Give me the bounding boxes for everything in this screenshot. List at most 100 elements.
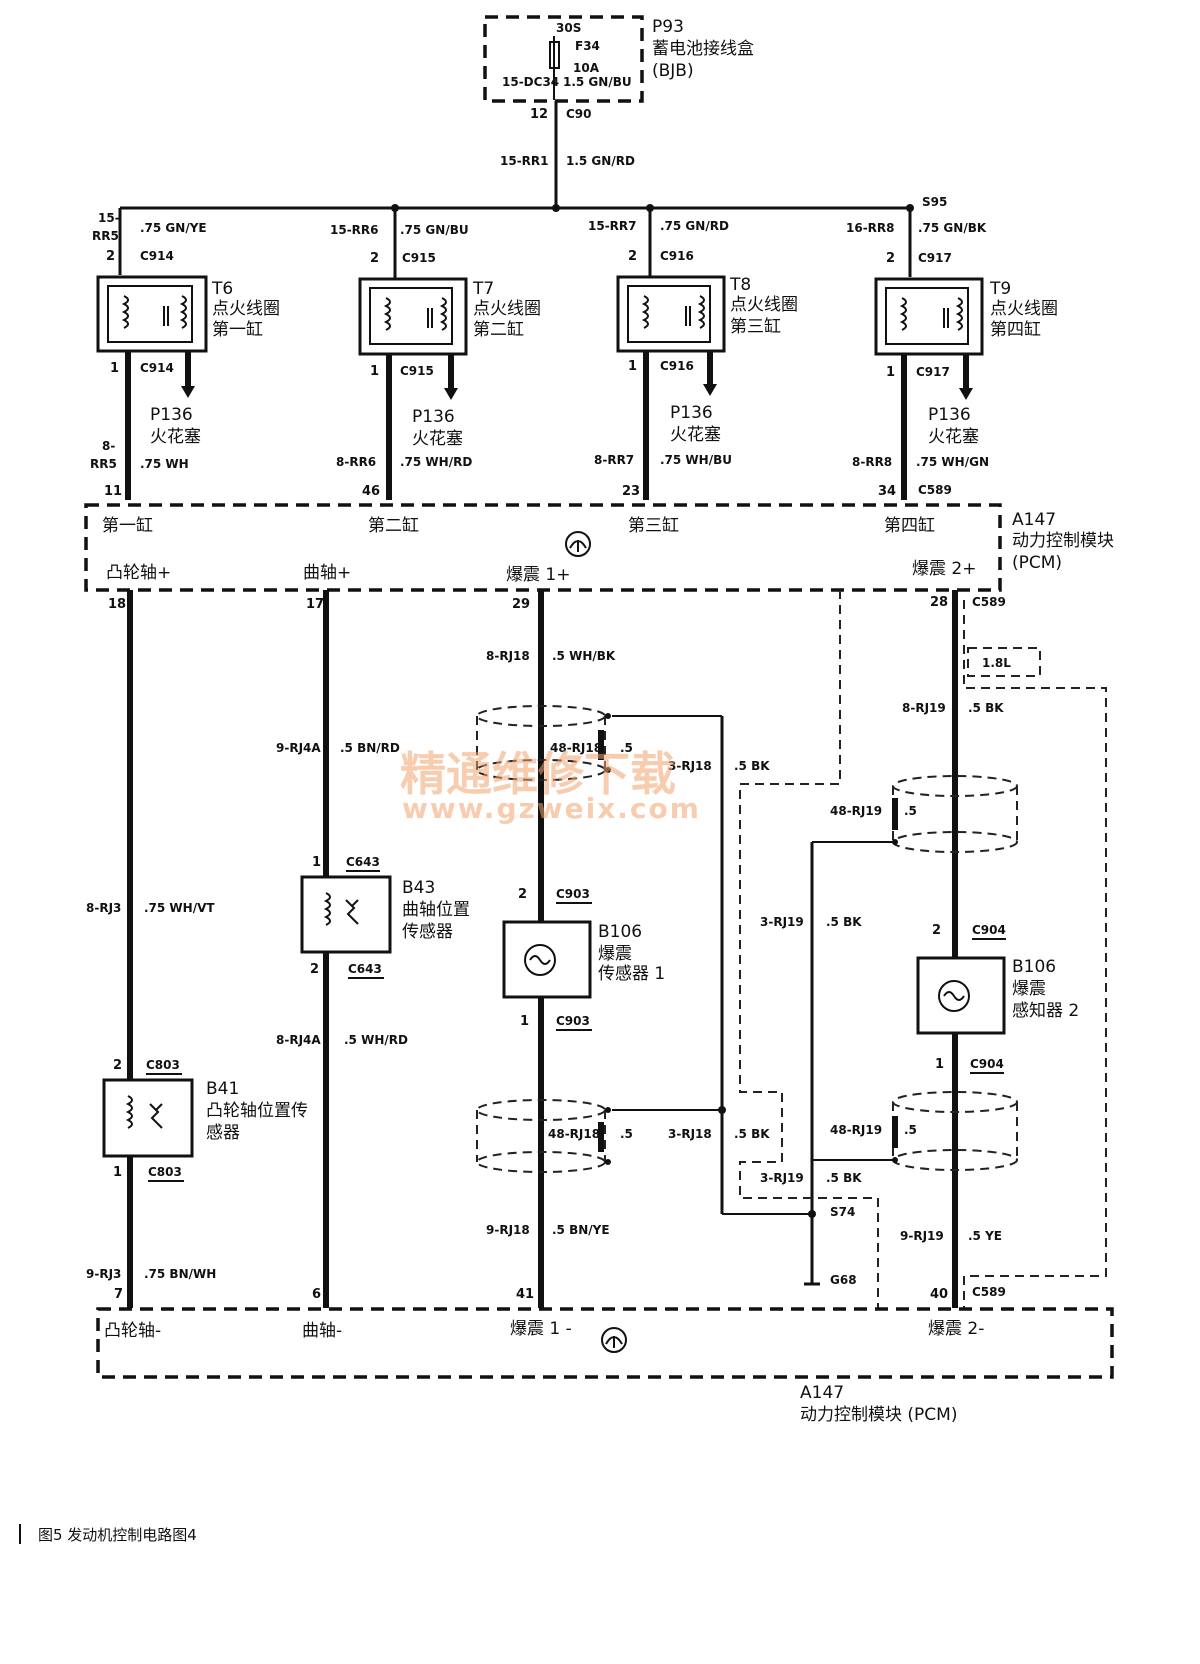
cam-sensor-id: B41 [206, 1079, 239, 1099]
coil4-in-wire: .75 GN/BK [918, 221, 987, 235]
coil-t9: 16-RR8 .75 GN/BK 2 C917 T9 点火线圈 第四缸 1 C9… [846, 208, 1058, 500]
coil-t8: 15-RR7 .75 GN/RD 2 C916 T8 点火线圈 第三缸 1 C9… [588, 208, 798, 500]
coil2-out-circuit: 8-RR6 [336, 455, 376, 469]
knock1-bottom-circuit: 9-RJ18 [486, 1223, 530, 1237]
camshaft-sensor-circuit: 18 8-RJ3 .75 WH/VT 2 C803 B41 凸轮轴位置传 感器 … [86, 590, 308, 1308]
knock2-drain-circuit-bot: 3-RJ19 [760, 1171, 804, 1185]
knock2-top-circuit: 8-RJ19 [902, 701, 946, 715]
coil2-in-circuit: 15-RR6 [330, 223, 379, 237]
knock2-sensor-id: B106 [1012, 957, 1056, 977]
cam-sensor-name-1: 凸轮轴位置传 [206, 1101, 308, 1121]
crank-sensor-reluctor-icon [345, 899, 359, 925]
knock2-bottom-wire-label: .5 YE [968, 1229, 1002, 1243]
knock2-top-conn: C589 [972, 595, 1006, 609]
coil1-in-circuit-b: RR5 [92, 229, 119, 243]
coil-t7: 15-RR6 .75 GN/BU 2 C915 T7 点火线圈 第二缸 1 C9… [330, 208, 541, 500]
figure-caption: 图5 发动机控制电路图4 [38, 1526, 197, 1544]
pcm-pin-knock2-plus: 爆震 2+ [912, 559, 976, 579]
knock2-drain-circuit-top: 3-RJ19 [760, 915, 804, 929]
cam-bottom-circuit: 9-RJ3 [86, 1267, 121, 1281]
coil4-in-pin: 2 [886, 251, 895, 266]
coil4-out-conn: C917 [916, 365, 950, 379]
coil3-in-wire: .75 GN/RD [660, 219, 729, 233]
coil4-conn: C917 [918, 251, 952, 265]
crank-sensor-name-2: 传感器 [402, 922, 453, 942]
coil2-pcm-pin: 46 [362, 484, 380, 499]
coil3-box [616, 275, 726, 353]
knock1-shield1-wire: .5 [620, 741, 633, 755]
coil2-name: 点火线圈 [473, 299, 541, 319]
cam-conn-b: C803 [148, 1165, 182, 1179]
coil4-in-circuit: 16-RR8 [846, 221, 895, 235]
coil4-plug-name: 火花塞 [928, 427, 979, 447]
coil2-out-wire-label: .75 WH/RD [400, 455, 472, 469]
coil1-in-wire: .75 GN/YE [140, 221, 207, 235]
cam-pin-a: 2 [113, 1058, 122, 1073]
knock2-sensor-name-1: 爆震 [1012, 979, 1046, 999]
knock2-conn-b: C904 [970, 1057, 1004, 1071]
knock1-top-wire-label: .5 WH/BK [552, 649, 616, 663]
crank-top-wire-label: .5 BN/RD [340, 741, 400, 755]
knock2-shield2-circuit: 48-RJ19 [830, 1123, 882, 1137]
coil4-name: 点火线圈 [990, 299, 1058, 319]
pcm-bottom-id: A147 [800, 1383, 844, 1403]
coil4-secondary-icon [955, 297, 963, 331]
knock2-pin-a: 2 [932, 923, 941, 938]
knock1-sensor-name-2: 传感器 1 [598, 964, 665, 984]
coil4-pcm-pin: 34 [878, 484, 896, 499]
knock1-shield1-circuit: 48-RJ18 [550, 741, 602, 755]
coil2-out-conn: C915 [400, 364, 434, 378]
coil3-primary-icon [641, 295, 649, 329]
ground-g68: G68 [830, 1273, 857, 1287]
cam-top-circuit: 8-RJ3 [86, 901, 121, 915]
knock2-option-box [967, 647, 1041, 677]
knock1-top-circuit: 8-RJ18 [486, 649, 530, 663]
coil4-cyl: 第四缸 [990, 319, 1041, 340]
coil1-name: 点火线圈 [212, 299, 280, 319]
coil-t6: 15- RR5 .75 GN/YE 2 C914 T6 点火线圈 第一缸 1 C… [90, 208, 280, 500]
coil4-inner [885, 287, 969, 345]
coil3-cyl: 第三缸 [730, 316, 781, 337]
coil4-box [874, 277, 984, 356]
cam-top-pin: 18 [108, 597, 126, 612]
coil4-plug-arrow-icon [959, 388, 973, 400]
optional-harness-route-1 [739, 590, 879, 1308]
fuse-rating: 10A [573, 61, 600, 75]
pcm-label-cyl1: 第一缸 [102, 515, 153, 536]
watermark-url: www.gzweix.com [402, 792, 701, 825]
coil1-out-circuit-b: RR5 [90, 457, 117, 471]
coil2-plug: P136 [412, 407, 455, 427]
crank-sensor-id: B43 [402, 878, 435, 898]
pcm-module-icon [565, 531, 591, 557]
coil3-out-circuit: 8-RR7 [594, 453, 634, 467]
coil1-plug-arrow-icon [181, 386, 195, 398]
knock1-pin-b: 1 [520, 1014, 529, 1029]
knock2-sensor-box [916, 956, 1006, 1035]
coil2-in-wire: .75 GN/BU [400, 223, 469, 237]
pcm-pin-knock1-plus: 爆震 1+ [506, 565, 570, 585]
coil4-out-circuit: 8-RR8 [852, 455, 892, 469]
knock1-sensor-name-1: 爆震 [598, 944, 632, 964]
feed-circuit: 15-RR1 [500, 154, 549, 168]
coil3-plug: P136 [670, 403, 713, 423]
coil2-conn: C915 [402, 251, 436, 265]
knock2-shield1-circuit: 48-RJ19 [830, 804, 882, 818]
bjb-abbr: (BJB) [652, 61, 694, 81]
coil1-inner [107, 285, 193, 343]
bjb-outline [483, 15, 644, 103]
crank-pin-b: 2 [310, 962, 319, 977]
coil4-out-wire-label: .75 WH/GN [916, 455, 989, 469]
pcm-pin-crank-minus: 曲轴- [302, 1321, 342, 1341]
knock-sensor-1-circuit: 29 8-RJ18 .5 WH/BK 48-RJ18 .5 2 C903 B10… [476, 590, 812, 1308]
knock1-pin-a: 2 [518, 887, 527, 902]
coil4-plug: P136 [928, 405, 971, 425]
pcm-pin-knock2-minus: 爆震 2- [928, 1319, 984, 1339]
crank-bottom-circuit: 8-RJ4A [276, 1033, 321, 1047]
crank-top-circuit: 9-RJ4A [276, 741, 321, 755]
coil3-name: 点火线圈 [730, 295, 798, 315]
pcm-bottom-outline [96, 1307, 1114, 1379]
pcm-top-name: 动力控制模块 [1012, 531, 1114, 551]
knock2-drain-wire-top: .5 BK [826, 915, 862, 929]
coil2-box [358, 277, 468, 356]
crank-sensor-coil-icon [323, 892, 331, 926]
